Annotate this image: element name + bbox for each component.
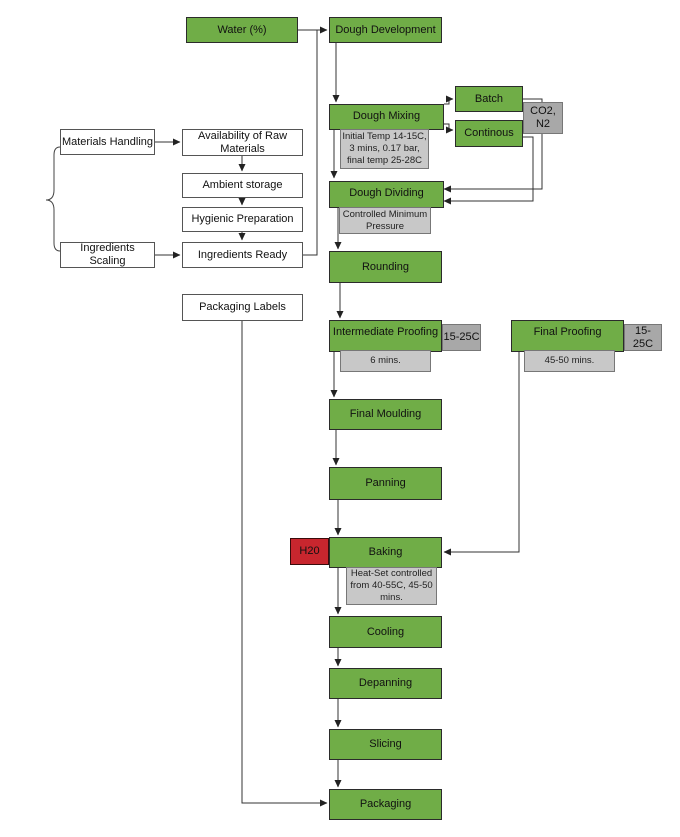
cooling-node: Cooling <box>329 616 442 648</box>
hygienic-preparation-node: Hygienic Preparation <box>182 207 303 232</box>
edge-ingredients-to-development <box>303 30 318 256</box>
final-proofing-note: 45-50 mins. <box>524 350 615 372</box>
water-node: Water (%) <box>186 17 298 43</box>
h2o-node: H20 <box>290 538 329 565</box>
intermediate-temp-node: 15-25C <box>442 324 481 351</box>
final-proofing-node: Final Proofing <box>511 320 624 352</box>
edge-labels-to-packaging <box>241 321 328 807</box>
mixing-note: Initial Temp 14-15C, 3 mins, 0.17 bar, f… <box>340 129 429 169</box>
dough-dividing-node: Dough Dividing <box>329 181 444 208</box>
final-moulding-node: Final Moulding <box>329 399 442 430</box>
ingredients-scaling-node: Ingredients Scaling <box>60 242 155 268</box>
baking-node: Baking <box>329 537 442 568</box>
depanning-node: Depanning <box>329 668 442 699</box>
batch-node: Batch <box>455 86 523 112</box>
dough-development-node: Dough Development <box>329 17 442 43</box>
materials-handling-node: Materials Handling <box>60 129 155 155</box>
dividing-note: Controlled Minimum Pressure <box>339 207 431 234</box>
panning-node: Panning <box>329 467 442 500</box>
edge-mixing-to-continuous <box>444 123 454 134</box>
slicing-node: Slicing <box>329 729 442 760</box>
edge-mixing-to-batch <box>444 95 454 105</box>
intermediate-note: 6 mins. <box>340 350 431 372</box>
baking-note: Heat-Set controlled from 40-55C, 45-50 m… <box>346 567 437 605</box>
dough-mixing-node: Dough Mixing <box>329 104 444 130</box>
ambient-storage-node: Ambient storage <box>182 173 303 198</box>
co2-n2-node: CO2, N2 <box>523 102 563 134</box>
availability-node: Availability of Raw Materials <box>182 129 303 156</box>
rounding-node: Rounding <box>329 251 442 283</box>
continuous-node: Continous <box>455 120 523 147</box>
packaging-labels-node: Packaging Labels <box>182 294 303 321</box>
packaging-node: Packaging <box>329 789 442 820</box>
brace <box>45 146 61 252</box>
edge-finalproofing-to-baking <box>443 352 520 556</box>
intermediate-proofing-node: Intermediate Proofing <box>329 320 442 352</box>
edge-continuous-to-dividing <box>443 136 534 205</box>
edge-batch-to-dividing <box>443 98 543 193</box>
final-temp-node: 15-25C <box>624 324 662 351</box>
ingredients-ready-node: Ingredients Ready <box>182 242 303 268</box>
